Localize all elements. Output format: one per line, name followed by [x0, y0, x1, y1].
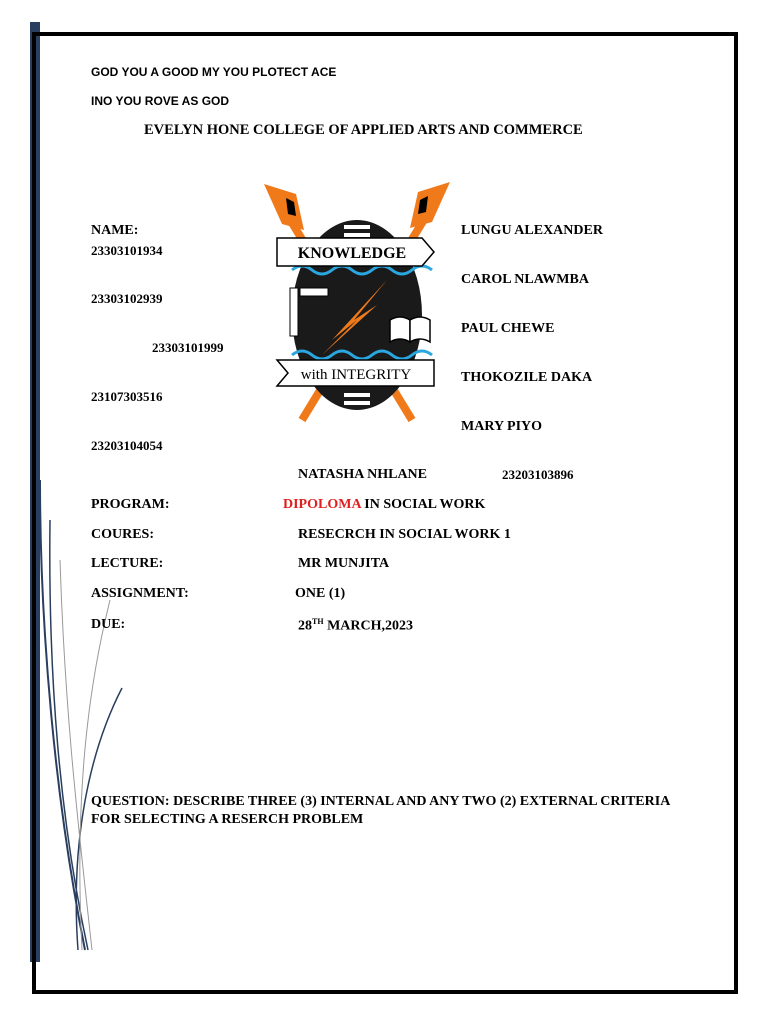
due-label: DUE:: [91, 617, 126, 632]
member-name-5: MARY PIYO: [461, 419, 543, 434]
member-name-6: NATASHA NHLANE: [298, 467, 428, 482]
program-highlight: DIPOLOMA: [283, 497, 361, 512]
member-id-4: 23107303516: [91, 389, 163, 404]
decorative-lines: [39, 480, 123, 951]
page-border: [32, 32, 738, 994]
member-name-3: PAUL CHEWE: [461, 321, 555, 336]
due-value: 28TH MARCH,2023: [298, 617, 413, 635]
header-line-2: INO YOU ROVE AS GOD: [91, 94, 230, 108]
due-day: 28: [298, 618, 312, 634]
assignment-question: QUESTION: DESCRIBE THREE (3) INTERNAL AN…: [91, 794, 670, 827]
member-id-2: 23303102939: [91, 291, 163, 306]
course-value: RESECRCH IN SOCIAL WORK 1: [298, 527, 511, 542]
logo-banner-integrity: with INTEGRITY: [301, 367, 412, 383]
member-id-5: 23203104054: [91, 438, 163, 453]
assignment-value: ONE (1): [295, 586, 346, 601]
member-name-2: CAROL NLAWMBA: [461, 272, 589, 287]
member-id-6: 23203103896: [502, 467, 574, 482]
lecturer-value: MR MUNJITA: [298, 556, 390, 571]
due-suffix: TH: [312, 617, 324, 626]
lecturer-label: LECTURE:: [91, 556, 164, 571]
program-value: DIPOLOMA IN SOCIAL WORK: [283, 497, 485, 513]
header-line-1: GOD YOU A GOOD MY YOU PLOTECT ACE: [91, 65, 337, 79]
member-id-1: 23303101934: [91, 243, 163, 258]
member-name-4: THOKOZILE DAKA: [461, 370, 593, 385]
course-label: COURES:: [91, 527, 155, 542]
name-label: NAME:: [91, 223, 139, 238]
program-label: PROGRAM:: [91, 497, 170, 512]
college-crest-logo: KNOWLEDGE with INTEGRITY: [264, 182, 450, 423]
logo-banner-knowledge: KNOWLEDGE: [298, 245, 406, 262]
program-rest: IN SOCIAL WORK: [360, 497, 486, 512]
member-name-1: LUNGU ALEXANDER: [461, 223, 603, 238]
due-rest: MARCH,2023: [323, 618, 413, 634]
assignment-label: ASSIGNMENT:: [91, 586, 189, 601]
college-name: EVELYN HONE COLLEGE OF APPLIED ARTS AND …: [144, 122, 583, 138]
member-id-3: 23303101999: [152, 340, 224, 355]
